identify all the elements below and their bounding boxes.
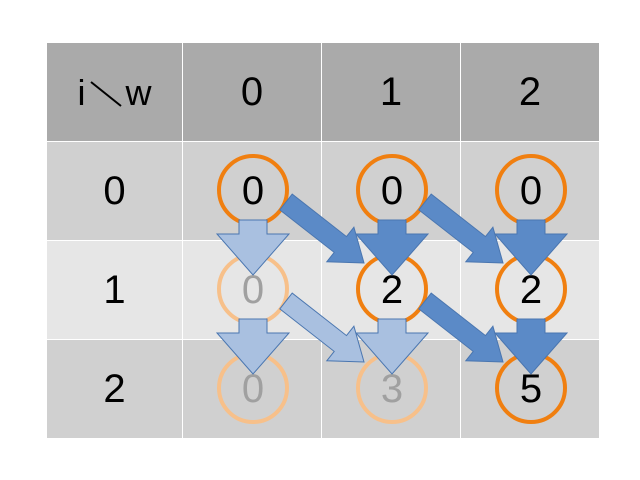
dp-cell-1-1 [321, 240, 461, 340]
table-row: 0 [46, 141, 600, 241]
corner-w-label: w [125, 71, 152, 113]
row-header-1: 1 [46, 240, 183, 340]
dp-cell-1-2 [460, 240, 600, 340]
column-header-2: 2 [460, 42, 600, 142]
dp-cell-0-1 [321, 141, 461, 241]
row-header-0: 0 [46, 141, 183, 241]
dp-cell-0-0 [182, 141, 322, 241]
column-header-0: 0 [182, 42, 322, 142]
column-header-1: 1 [321, 42, 461, 142]
table-row: 2 [46, 339, 600, 439]
dp-cell-2-0 [182, 339, 322, 439]
diagonal-slash-icon [89, 81, 122, 107]
corner-i-label: i [77, 71, 86, 113]
table-row: 1 [46, 240, 600, 340]
dp-cell-0-2 [460, 141, 600, 241]
dp-cell-2-1 [321, 339, 461, 439]
dp-cell-1-0 [182, 240, 322, 340]
dp-cell-2-2 [460, 339, 600, 439]
row-header-2: 2 [46, 339, 183, 439]
